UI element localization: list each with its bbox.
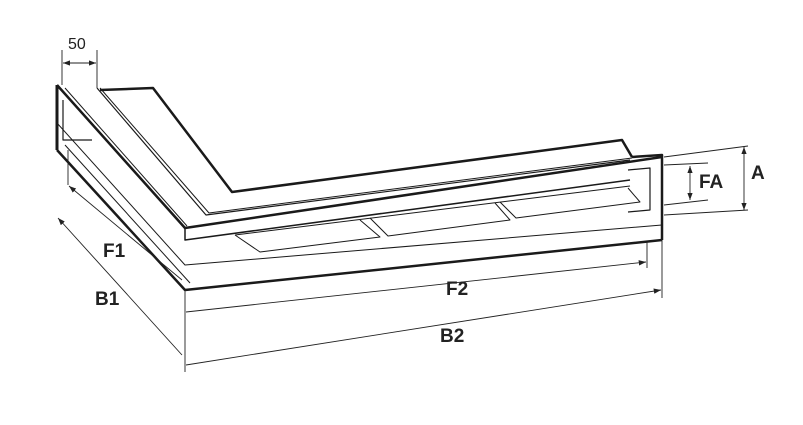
dimension-label-fa: FA (699, 172, 724, 193)
dimension-label-b1: B1 (95, 289, 120, 310)
dimension-label-50: 50 (68, 36, 86, 53)
dimension-label-a: A (751, 163, 765, 184)
dimension-label-f2: F2 (446, 279, 469, 300)
dimension-lines (57, 50, 749, 372)
dimension-label-f1: F1 (103, 241, 126, 262)
grille-body (55, 84, 664, 292)
dimension-label-b2: B2 (440, 326, 465, 347)
